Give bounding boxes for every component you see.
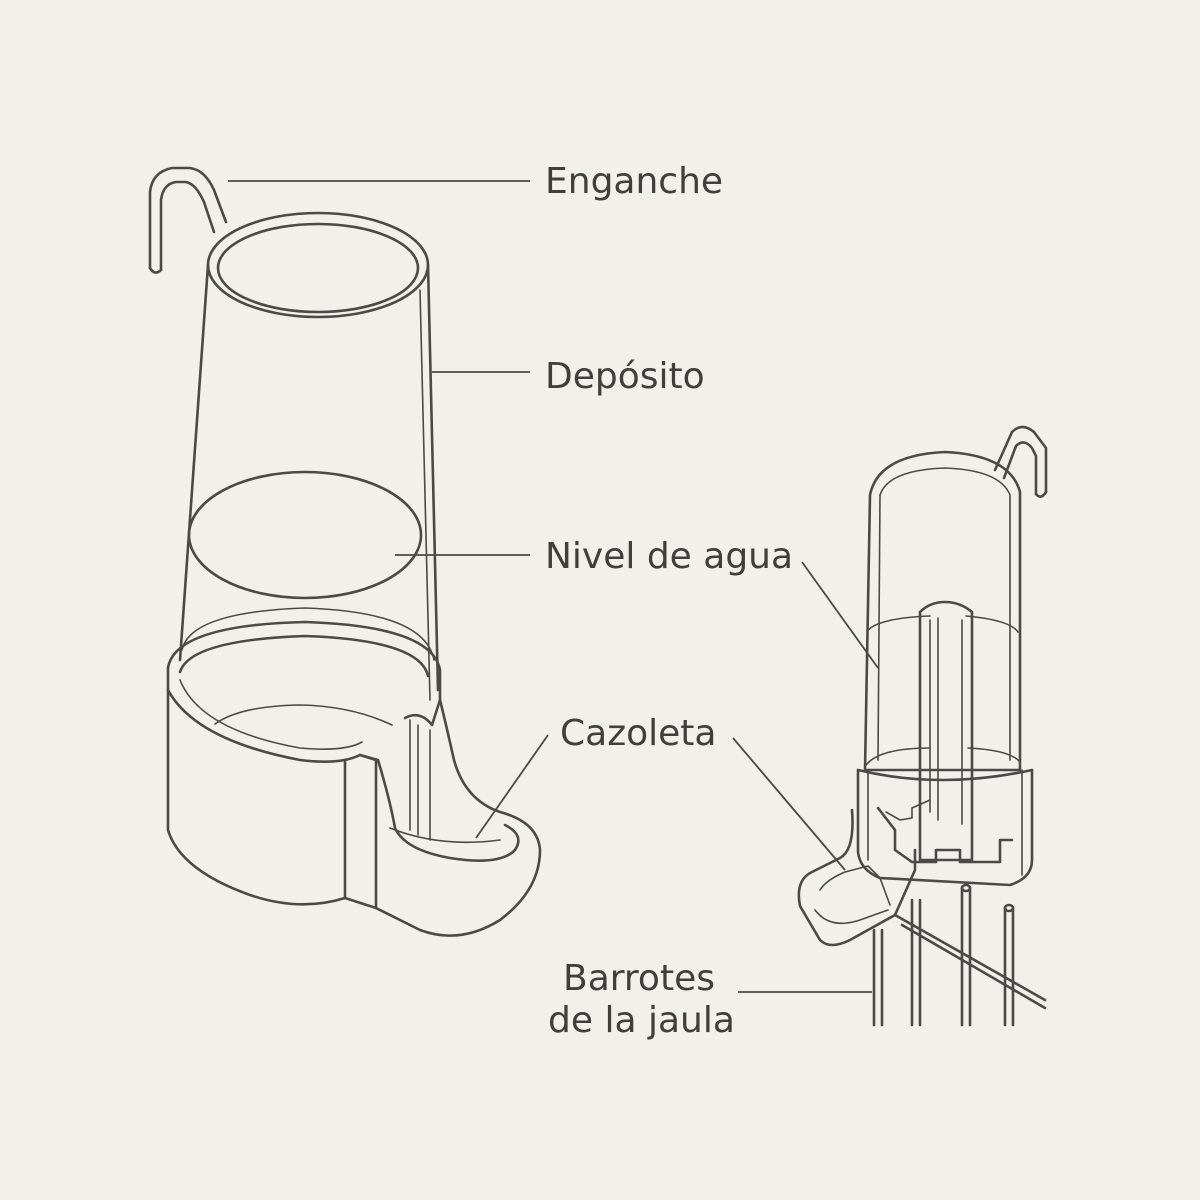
leader-cup (475, 734, 549, 839)
label-bars-line1: Barrotes (563, 958, 715, 999)
right-feeder (797, 425, 1048, 1027)
reservoir-top-outer (206, 211, 430, 319)
reservoir-top-inner (216, 222, 420, 314)
right-hook (993, 425, 1048, 498)
water-level-ellipse (187, 470, 423, 600)
cup-outer (166, 620, 542, 937)
left-hook (148, 166, 228, 274)
reservoir-left-side (178, 263, 210, 662)
label-bars-line2: de la jaula (548, 1000, 735, 1041)
labels: Enganche Depósito Nivel de agua Cazoleta… (545, 161, 793, 1041)
label-water-level: Nivel de agua (545, 536, 793, 577)
leader-lines (228, 180, 879, 993)
label-reservoir: Depósito (545, 356, 705, 397)
label-hook: Enganche (545, 161, 723, 202)
right-reservoir (863, 450, 1022, 772)
cage-bars (872, 883, 1047, 1027)
right-cup (797, 808, 917, 947)
leader-water-level-right (801, 561, 879, 669)
label-cup: Cazoleta (560, 713, 716, 754)
right-central-tube (918, 600, 974, 862)
reservoir-right-side (426, 263, 440, 692)
left-feeder (148, 166, 542, 937)
leader-cup-right (732, 737, 846, 871)
